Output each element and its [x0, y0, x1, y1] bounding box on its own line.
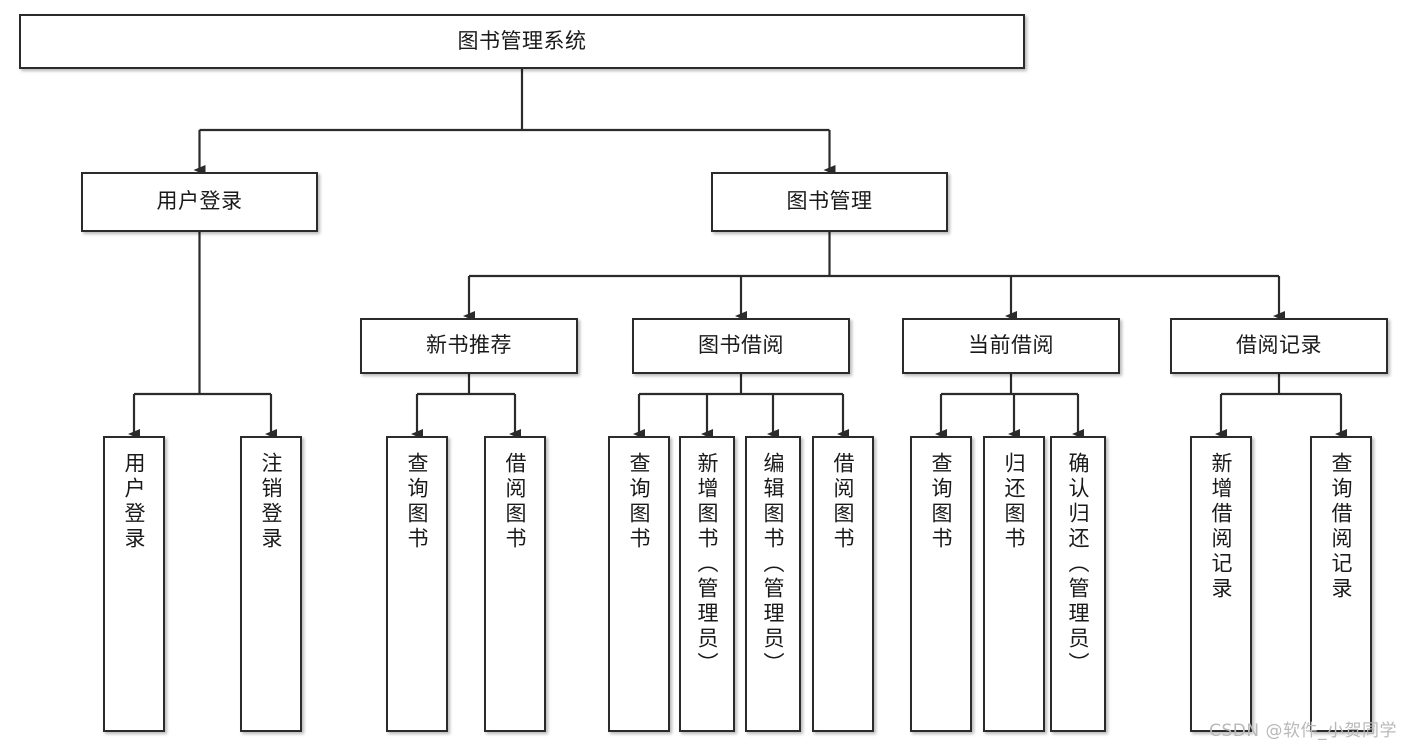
node-label: 新增图书（管理员）	[695, 452, 720, 677]
node-leaf-return-book[interactable]: 归还图书	[983, 436, 1045, 732]
node-leaf-query-book-3[interactable]: 查询图书	[910, 436, 972, 732]
node-label: 归还图书	[1002, 452, 1027, 552]
node-leaf-confirm-return[interactable]: 确认归还（管理员）	[1050, 436, 1106, 732]
node-label: 查询图书	[627, 452, 652, 552]
node-borrow-record[interactable]: 借阅记录	[1170, 318, 1388, 374]
node-label: 新书推荐	[426, 333, 512, 358]
node-label: 图书借阅	[698, 333, 784, 358]
watermark-text: CSDN @软件_小贺同学	[1209, 721, 1397, 741]
node-label: 借阅图书	[503, 452, 528, 552]
node-label: 用户登录	[122, 452, 147, 552]
node-leaf-user-logout[interactable]: 注销登录	[240, 436, 302, 732]
node-label: 图书管理系统	[457, 28, 587, 53]
node-label: 新增借阅记录	[1209, 452, 1234, 602]
node-label: 借阅记录	[1236, 333, 1322, 358]
node-label: 用户登录	[156, 189, 243, 214]
node-leaf-add-book[interactable]: 新增图书（管理员）	[679, 436, 735, 732]
node-leaf-query-book-2[interactable]: 查询图书	[608, 436, 670, 732]
node-leaf-edit-book[interactable]: 编辑图书（管理员）	[745, 436, 801, 732]
node-book-manage[interactable]: 图书管理	[711, 172, 948, 232]
node-user-login[interactable]: 用户登录	[81, 172, 318, 232]
node-label: 编辑图书（管理员）	[761, 452, 786, 677]
node-root[interactable]: 图书管理系统	[19, 14, 1025, 69]
node-new-book-rec[interactable]: 新书推荐	[360, 318, 578, 374]
node-leaf-query-record[interactable]: 查询借阅记录	[1310, 436, 1372, 732]
node-leaf-add-record[interactable]: 新增借阅记录	[1190, 436, 1252, 732]
node-leaf-borrow-book-1[interactable]: 借阅图书	[484, 436, 546, 732]
node-leaf-user-login[interactable]: 用户登录	[103, 436, 165, 732]
node-current-borrow[interactable]: 当前借阅	[902, 318, 1120, 374]
node-label: 查询图书	[929, 452, 954, 552]
node-label: 注销登录	[259, 452, 284, 552]
node-label: 当前借阅	[968, 333, 1054, 358]
node-label: 查询借阅记录	[1329, 452, 1354, 602]
node-label: 图书管理	[786, 189, 873, 214]
node-label: 确认归还（管理员）	[1066, 452, 1091, 677]
node-leaf-query-book-1[interactable]: 查询图书	[386, 436, 448, 732]
node-leaf-borrow-book-2[interactable]: 借阅图书	[812, 436, 874, 732]
node-label: 查询图书	[405, 452, 430, 552]
node-book-borrow[interactable]: 图书借阅	[632, 318, 850, 374]
node-label: 借阅图书	[831, 452, 856, 552]
